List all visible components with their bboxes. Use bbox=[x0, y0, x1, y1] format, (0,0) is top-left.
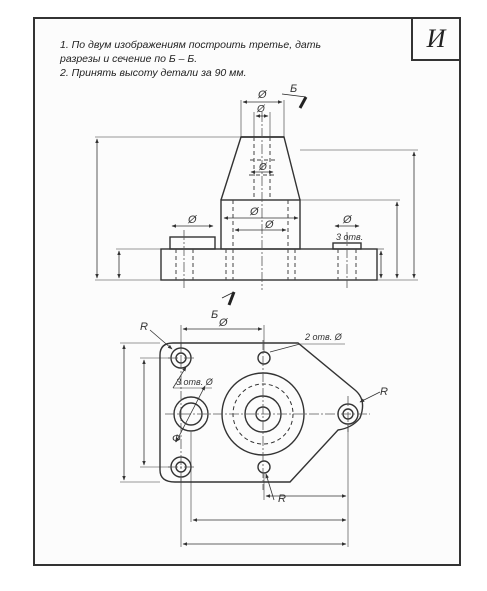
dim-diam-left-boss: Ø bbox=[187, 214, 198, 226]
section-mark-bottom bbox=[221, 291, 236, 306]
variant-stamp: И bbox=[411, 17, 461, 61]
task-line-1: 1. По двум изображениям построить третье… bbox=[60, 39, 322, 51]
section-mark-top bbox=[281, 93, 308, 109]
variant-letter: И bbox=[426, 24, 446, 53]
hidden-lines bbox=[175, 137, 357, 280]
task-text: 1. По двум изображениям построить третье… bbox=[60, 38, 400, 80]
dim-diam-body: Ø bbox=[249, 206, 260, 218]
holes-2-label: 2 отв. Ø bbox=[304, 332, 343, 342]
drawing-sheet bbox=[33, 17, 461, 566]
dimensions-front bbox=[95, 100, 418, 281]
task-line-2: разрезы и сечение по Б – Б. bbox=[60, 53, 198, 65]
front-view bbox=[160, 136, 378, 281]
radius-label-top-left: R bbox=[140, 321, 148, 333]
dim-diam-right-hole: Ø bbox=[342, 214, 353, 226]
center-lines-front bbox=[183, 112, 348, 290]
dim-diam-top-inner: Ø bbox=[256, 104, 266, 115]
radius-label-bottom: R bbox=[278, 493, 286, 505]
section-label-bottom: Б bbox=[211, 309, 218, 321]
top-view bbox=[159, 342, 364, 483]
dim-diam-mid: Ø bbox=[258, 162, 268, 173]
task-line-3: 2. Принять высоту детали за 90 мм. bbox=[60, 67, 247, 79]
dim-diam-top-width: Ø bbox=[218, 317, 229, 329]
holes-3-label: 3 отв. Ø bbox=[176, 377, 214, 387]
dim-diam-top-outer: Ø bbox=[257, 89, 268, 101]
phi-label: Ф bbox=[172, 433, 181, 445]
section-label-top: Б bbox=[290, 83, 297, 95]
dim-diam-bore: Ø bbox=[264, 219, 275, 231]
dim-holes-3: 3 отв. bbox=[336, 232, 363, 242]
radius-label-right: R bbox=[380, 386, 388, 398]
dimensions-top bbox=[120, 325, 381, 547]
